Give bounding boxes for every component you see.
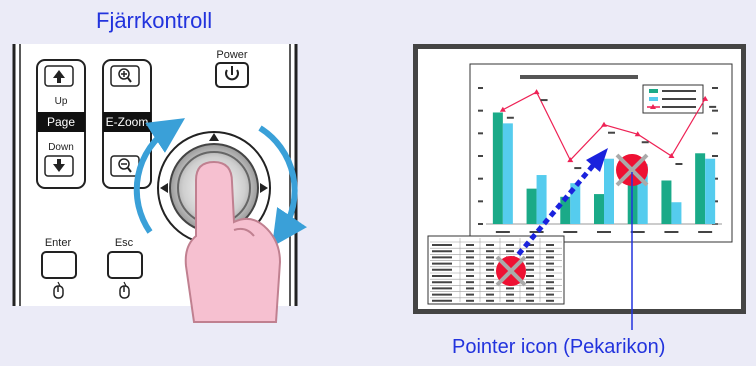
pointer-move-arrow	[510, 160, 598, 264]
power-button[interactable]: Power	[215, 49, 249, 88]
remote-title: Fjärrkontroll	[96, 8, 213, 33]
esc-label: Esc	[115, 237, 134, 249]
pointer-move-arrowhead	[586, 148, 608, 172]
bar	[637, 164, 648, 224]
remote-control: Up Page Down E-Zoom Power	[12, 44, 307, 323]
pointer-icon-start	[495, 255, 527, 287]
power-label: Power	[216, 49, 248, 61]
enter-label: Enter	[45, 237, 72, 249]
bar	[560, 196, 571, 224]
line-point	[668, 153, 675, 158]
chart-legend	[642, 84, 704, 114]
bar	[705, 158, 716, 224]
page-label: Page	[47, 115, 75, 129]
pointer-icon-caption: Pointer icon (Pekarikon)	[452, 336, 666, 358]
bar	[604, 158, 614, 224]
bar	[526, 188, 537, 224]
e-zoom-label: E-Zoom	[106, 115, 149, 129]
power-icon	[225, 69, 239, 81]
page-up-down-button[interactable]: Up Page Down	[36, 59, 86, 189]
line-point	[601, 121, 607, 127]
rotate-left-arrow-icon	[133, 118, 186, 234]
bar	[492, 112, 503, 224]
zoom-out-icon	[118, 158, 130, 170]
bar	[570, 183, 581, 224]
line-point	[499, 106, 506, 112]
down-label: Down	[48, 142, 74, 153]
line-point	[533, 89, 540, 95]
enter-button[interactable]: Enter	[41, 237, 77, 299]
bar	[536, 175, 547, 224]
pad-left-arrow-icon	[160, 183, 168, 193]
mouse-right-icon	[119, 281, 130, 299]
bar	[502, 123, 513, 224]
arrow-down-icon	[53, 159, 65, 172]
up-label: Up	[55, 96, 68, 107]
arrow-up-icon	[53, 70, 65, 83]
zoom-in-icon	[118, 68, 130, 80]
pad-right-arrow-icon	[260, 183, 268, 193]
rotate-right-arrow-icon	[258, 125, 307, 247]
line-point	[702, 95, 709, 101]
hand-illustration	[184, 160, 282, 323]
esc-button[interactable]: Esc	[107, 237, 143, 299]
bar	[661, 180, 672, 224]
pointer-icon	[615, 153, 649, 187]
bar	[594, 194, 604, 224]
bar	[671, 202, 682, 224]
mouse-left-icon	[53, 281, 64, 299]
data-sheet	[427, 235, 565, 305]
chart-plot-area	[478, 87, 722, 233]
line-point	[567, 157, 574, 163]
e-zoom-button[interactable]: E-Zoom	[102, 59, 152, 189]
bar	[695, 153, 706, 224]
pad-up-arrow-icon	[209, 133, 219, 141]
line-point	[634, 131, 641, 137]
